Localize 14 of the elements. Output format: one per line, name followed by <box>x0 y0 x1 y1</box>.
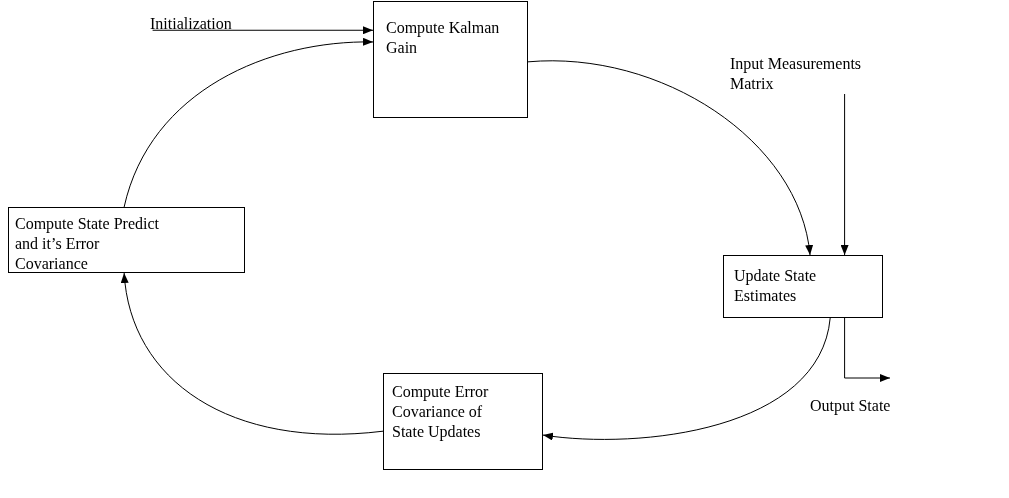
arrow <box>123 38 374 208</box>
edge-label: Output State <box>810 396 891 416</box>
arrow <box>527 60 813 256</box>
process-box: Compute Error Covariance of State Updates <box>383 373 543 470</box>
input-label: Initialization <box>150 14 280 34</box>
arrow <box>840 93 849 256</box>
arrow <box>844 317 891 382</box>
arrow <box>542 317 831 441</box>
process-box: Update State Estimates <box>723 255 883 318</box>
input-label: Input Measurements Matrix <box>730 54 890 94</box>
process-box: Compute State Predict and it’s Error Covariance <box>8 207 245 273</box>
arrow <box>121 272 384 435</box>
arrow <box>152 26 374 35</box>
process-box: Compute Kalman Gain <box>373 1 528 118</box>
